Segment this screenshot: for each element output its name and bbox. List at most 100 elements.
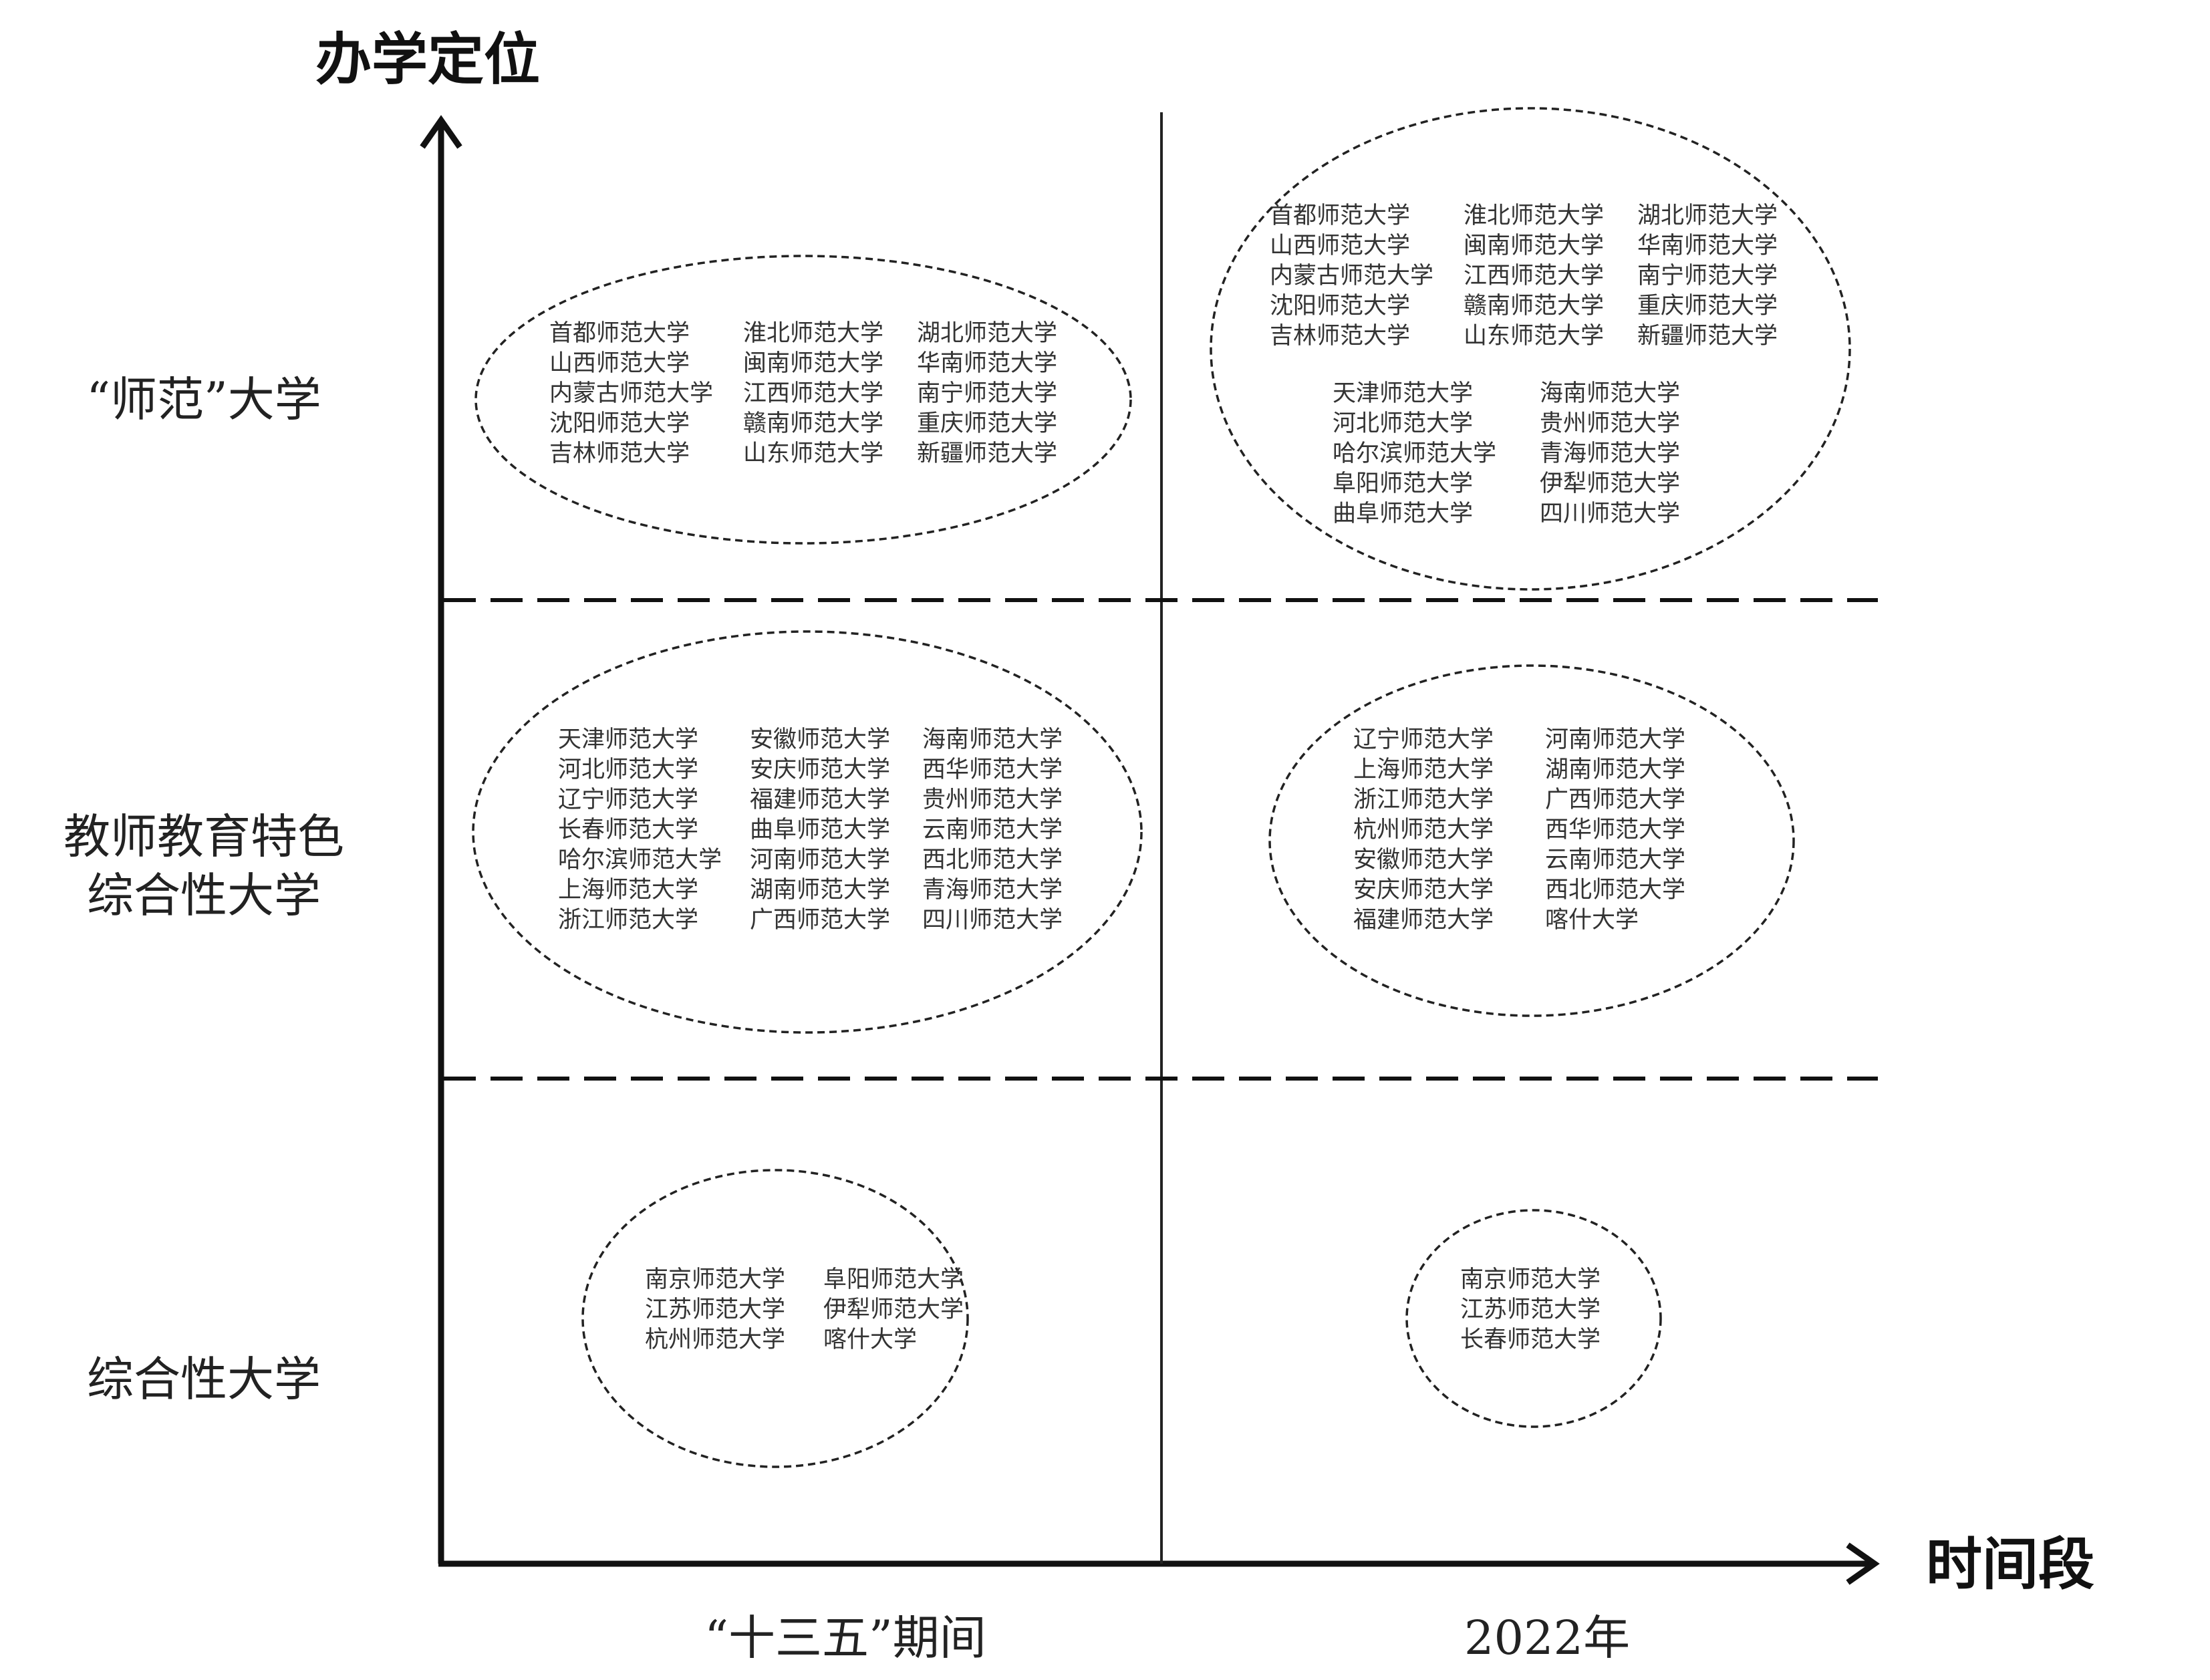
university-name: 阜阳师范大学 bbox=[823, 1266, 964, 1293]
university-name: 湖南师范大学 bbox=[750, 877, 890, 903]
university-name: 山东师范大学 bbox=[743, 440, 883, 467]
university-name: 杭州师范大学 bbox=[645, 1326, 785, 1353]
cluster-ellipse bbox=[472, 630, 1143, 1034]
university-name: 海南师范大学 bbox=[1540, 380, 1680, 407]
university-name: 上海师范大学 bbox=[1353, 756, 1494, 783]
university-name: 西北师范大学 bbox=[1545, 877, 1685, 903]
university-name: 内蒙古师范大学 bbox=[1270, 263, 1433, 289]
university-name: 辽宁师范大学 bbox=[1353, 726, 1494, 753]
university-name: 闽南师范大学 bbox=[743, 350, 883, 377]
university-name: 西华师范大学 bbox=[1545, 817, 1685, 843]
university-name: 安庆师范大学 bbox=[750, 756, 890, 783]
university-name: 伊犁师范大学 bbox=[823, 1296, 964, 1323]
university-name: 华南师范大学 bbox=[1637, 233, 1778, 259]
university-name: 阜阳师范大学 bbox=[1333, 470, 1473, 497]
university-name: 南宁师范大学 bbox=[1637, 263, 1778, 289]
cluster-ellipse bbox=[1405, 1209, 1662, 1428]
category-label-featured-line2: 综合性大学 bbox=[87, 868, 321, 923]
university-name: 江苏师范大学 bbox=[1460, 1296, 1601, 1323]
university-name: 四川师范大学 bbox=[1540, 501, 1680, 527]
university-name: 内蒙古师范大学 bbox=[549, 380, 713, 407]
university-name: 闽南师范大学 bbox=[1464, 233, 1604, 259]
university-name: 伊犁师范大学 bbox=[1540, 470, 1680, 497]
cluster-featured-period1: 天津师范大学河北师范大学辽宁师范大学长春师范大学哈尔滨师范大学上海师范大学浙江师… bbox=[472, 630, 1143, 1034]
university-name: 天津师范大学 bbox=[558, 726, 698, 753]
university-name: 南宁师范大学 bbox=[917, 380, 1057, 407]
university-clusters: 首都师范大学山西师范大学内蒙古师范大学沈阳师范大学吉林师范大学淮北师范大学闽南师… bbox=[472, 107, 1851, 1468]
x-axis-title: 时间段 bbox=[1926, 1532, 2094, 1597]
university-name: 云南师范大学 bbox=[1545, 847, 1685, 873]
category-label-normal: “师范”大学 bbox=[86, 372, 321, 427]
cluster-ellipse bbox=[1210, 107, 1851, 591]
university-name: 云南师范大学 bbox=[922, 817, 1063, 843]
university-name: 上海师范大学 bbox=[558, 877, 698, 903]
university-name: 喀什大学 bbox=[823, 1326, 917, 1353]
university-name: 杭州师范大学 bbox=[1353, 817, 1494, 843]
university-name: 哈尔滨师范大学 bbox=[1333, 440, 1496, 467]
university-name: 曲阜师范大学 bbox=[1333, 501, 1473, 527]
university-name: 海南师范大学 bbox=[922, 726, 1063, 753]
university-name: 重庆师范大学 bbox=[917, 410, 1057, 437]
university-name: 福建师范大学 bbox=[1353, 907, 1494, 934]
university-name: 西华师范大学 bbox=[922, 756, 1063, 783]
university-name: 安徽师范大学 bbox=[1353, 847, 1494, 873]
university-name: 安徽师范大学 bbox=[750, 726, 890, 753]
university-name: 江西师范大学 bbox=[1464, 263, 1604, 289]
university-name: 安庆师范大学 bbox=[1353, 877, 1494, 903]
university-name: 四川师范大学 bbox=[922, 907, 1063, 934]
university-name: 福建师范大学 bbox=[750, 787, 890, 813]
university-name: 贵州师范大学 bbox=[922, 787, 1063, 813]
university-name: 首都师范大学 bbox=[1270, 202, 1410, 229]
university-name: 江苏师范大学 bbox=[645, 1296, 785, 1323]
cluster-ellipse bbox=[1268, 664, 1795, 1017]
university-name: 南京师范大学 bbox=[1460, 1266, 1601, 1293]
university-name: 河北师范大学 bbox=[558, 756, 698, 783]
university-name: 哈尔滨师范大学 bbox=[558, 847, 722, 873]
university-name: 浙江师范大学 bbox=[558, 907, 698, 934]
period-label-13th-five-year: “十三五”期间 bbox=[704, 1611, 986, 1665]
university-name: 湖北师范大学 bbox=[1637, 202, 1778, 229]
university-name: 河南师范大学 bbox=[750, 847, 890, 873]
university-name: 长春师范大学 bbox=[1460, 1326, 1601, 1353]
university-name: 广西师范大学 bbox=[750, 907, 890, 934]
cluster-ellipse bbox=[474, 255, 1132, 545]
university-name: 辽宁师范大学 bbox=[558, 787, 698, 813]
university-name: 贵州师范大学 bbox=[1540, 410, 1680, 437]
university-name: 湖北师范大学 bbox=[917, 320, 1057, 347]
university-name: 山西师范大学 bbox=[1270, 233, 1410, 259]
university-name: 南京师范大学 bbox=[645, 1266, 785, 1293]
university-name: 沈阳师范大学 bbox=[549, 410, 690, 437]
university-name: 山西师范大学 bbox=[549, 350, 690, 377]
university-name: 吉林师范大学 bbox=[1270, 323, 1410, 349]
university-name: 浙江师范大学 bbox=[1353, 787, 1494, 813]
cluster-featured-2022: 辽宁师范大学上海师范大学浙江师范大学杭州师范大学安徽师范大学安庆师范大学福建师范… bbox=[1268, 664, 1795, 1017]
university-name: 首都师范大学 bbox=[549, 320, 690, 347]
university-name: 河南师范大学 bbox=[1545, 726, 1685, 753]
cluster-normal-2022: 首都师范大学山西师范大学内蒙古师范大学沈阳师范大学吉林师范大学淮北师范大学闽南师… bbox=[1210, 107, 1851, 591]
university-name: 山东师范大学 bbox=[1464, 323, 1604, 349]
category-label-featured-line1: 教师教育特色 bbox=[63, 809, 344, 864]
university-name: 湖南师范大学 bbox=[1545, 756, 1685, 783]
university-name: 新疆师范大学 bbox=[917, 440, 1057, 467]
cluster-ellipse bbox=[581, 1169, 969, 1468]
y-axis-arrow bbox=[420, 115, 462, 149]
university-name: 河北师范大学 bbox=[1333, 410, 1473, 437]
university-name: 沈阳师范大学 bbox=[1270, 293, 1410, 319]
x-axis-arrow bbox=[1846, 1542, 1880, 1585]
category-label-comprehensive: 综合性大学 bbox=[87, 1352, 321, 1407]
university-name: 曲阜师范大学 bbox=[750, 817, 890, 843]
university-name: 广西师范大学 bbox=[1545, 787, 1685, 813]
university-name: 华南师范大学 bbox=[917, 350, 1057, 377]
university-name: 长春师范大学 bbox=[558, 817, 698, 843]
university-name: 吉林师范大学 bbox=[549, 440, 690, 467]
university-name: 喀什大学 bbox=[1545, 907, 1639, 934]
university-name: 新疆师范大学 bbox=[1637, 323, 1778, 349]
university-name: 赣南师范大学 bbox=[1464, 293, 1604, 319]
university-name: 重庆师范大学 bbox=[1637, 293, 1778, 319]
university-name: 青海师范大学 bbox=[922, 877, 1063, 903]
university-name: 淮北师范大学 bbox=[743, 320, 883, 347]
